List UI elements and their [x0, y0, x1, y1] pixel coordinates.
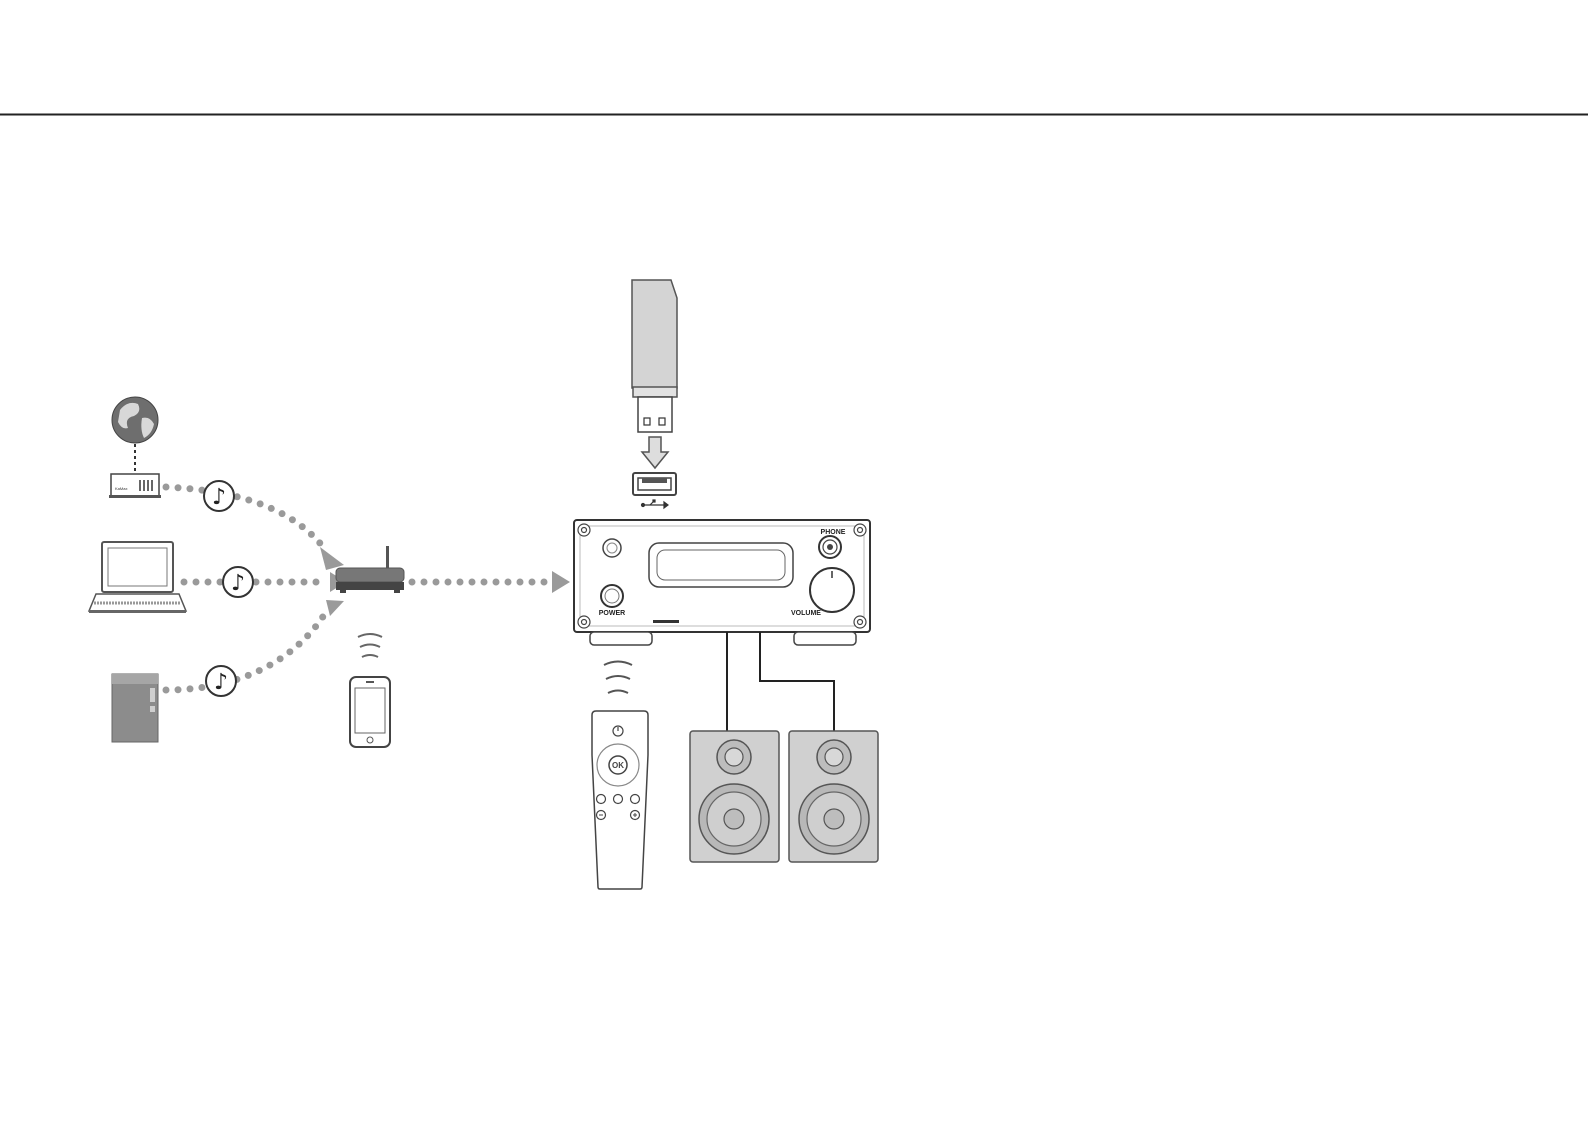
nas-to-router-path	[166, 612, 326, 690]
arrowhead-amp	[552, 571, 570, 593]
usb-symbol-icon	[642, 500, 669, 508]
svg-text:KaMax: KaMax	[115, 486, 127, 491]
signal-waves-icon	[358, 634, 382, 657]
signal-waves-icon	[604, 662, 632, 694]
speaker-icon	[789, 731, 878, 862]
wifi-router-icon	[336, 546, 404, 593]
nas-icon	[112, 674, 158, 742]
arrowhead-modem	[320, 547, 344, 570]
remote-ok-label: OK	[612, 761, 624, 770]
modem-to-router-path	[166, 487, 324, 548]
speaker-icon	[690, 731, 779, 862]
amplifier-feet	[590, 632, 856, 645]
usb-port-icon	[633, 473, 676, 495]
volume-label: VOLUME	[791, 610, 821, 617]
music-note-icon: ♪	[204, 481, 234, 511]
usb-flash-drive-icon	[632, 280, 677, 432]
arrowhead-nas	[326, 600, 344, 616]
music-note-icon: ♪	[206, 666, 236, 696]
svg-text:♪: ♪	[231, 571, 245, 596]
music-note-icon: ♪	[223, 567, 253, 597]
laptop-icon	[89, 542, 186, 613]
smartphone-icon	[350, 677, 390, 747]
svg-text:♪: ♪	[212, 485, 226, 510]
insert-arrow-icon	[642, 437, 668, 468]
remote-control-icon	[592, 711, 648, 889]
speaker-cables	[727, 632, 834, 731]
modem-icon: KaMax	[109, 474, 161, 498]
phone-jack-label: PHONE	[821, 529, 846, 536]
globe-icon	[112, 397, 158, 443]
power-label: POWER	[599, 610, 625, 617]
svg-text:♪: ♪	[214, 670, 228, 695]
